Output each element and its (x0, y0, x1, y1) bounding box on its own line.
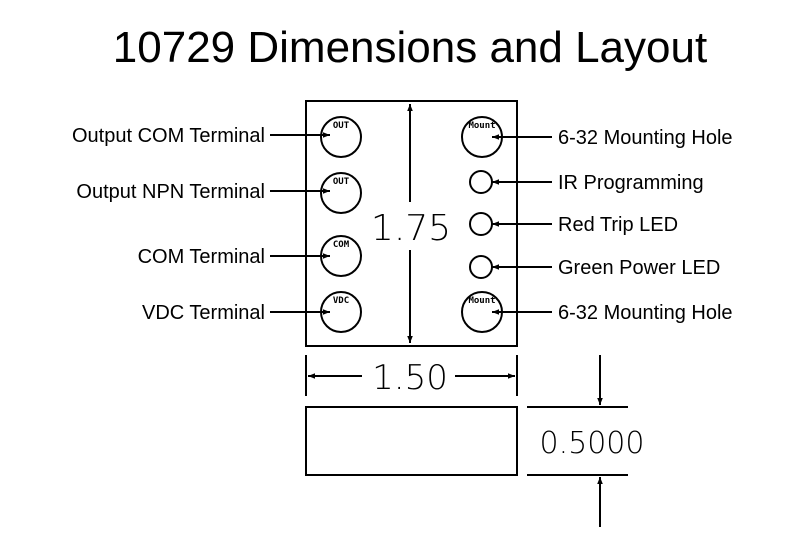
page-title: 10729 Dimensions and Layout (113, 23, 707, 72)
depth-dimension: 0.5000 (540, 426, 645, 461)
red-trip-led (469, 212, 493, 236)
label-ir-programming: IR Programming (558, 172, 704, 194)
label-vdc: VDC Terminal (142, 302, 265, 324)
label-output-npn: Output NPN Terminal (76, 181, 265, 203)
terminal-output-npn: OUT (320, 172, 362, 214)
label-red-trip-led: Red Trip LED (558, 214, 678, 236)
terminal-output-com: OUT (320, 116, 362, 158)
label-mounting-hole-bottom: 6-32 Mounting Hole (558, 302, 733, 324)
pin-mark: COM (333, 240, 350, 250)
ir-programming-port (469, 170, 493, 194)
height-dimension: 1.75 (371, 208, 451, 249)
board-side-outline (305, 406, 518, 476)
pin-mark: OUT (333, 177, 350, 187)
label-output-com: Output COM Terminal (72, 125, 265, 147)
pin-mark: VDC (333, 296, 349, 306)
pin-mark: OUT (333, 121, 350, 131)
green-power-led (469, 255, 493, 279)
width-dimension: 1.50 (372, 358, 448, 398)
label-green-power-led: Green Power LED (558, 257, 720, 279)
pin-mark: Mount (468, 296, 495, 306)
label-com: COM Terminal (138, 246, 265, 268)
pin-mark: Mount (468, 121, 495, 131)
label-mounting-hole-top: 6-32 Mounting Hole (558, 127, 733, 149)
